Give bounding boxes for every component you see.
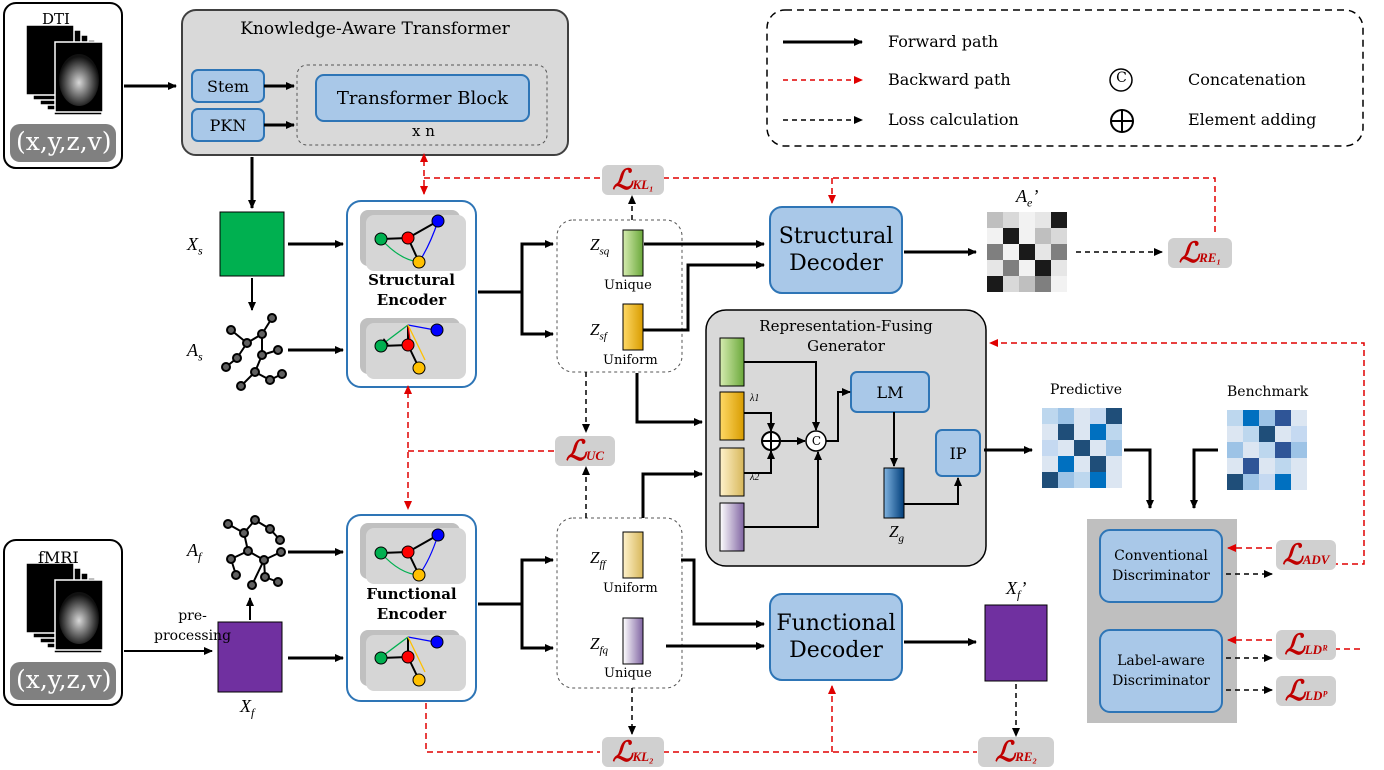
transformer-title: Knowledge-Aware Transformer (240, 19, 510, 39)
legend-backward: Backward path (888, 70, 1011, 89)
zfq-vector (622, 617, 644, 665)
zff-vector (622, 531, 644, 579)
zsf-label: Zsf (590, 320, 607, 343)
af-label: Af (187, 540, 202, 564)
preprocessing-label: pre-processing (154, 608, 232, 644)
legend-loss: Loss calculation (888, 110, 1019, 129)
transformer-panel (181, 9, 569, 156)
functional-decoder-box (769, 593, 903, 681)
fmri-image-stack (25, 562, 104, 654)
generator-panel (705, 309, 987, 567)
predictive-matrix (1042, 408, 1122, 488)
fmri-panel (3, 539, 123, 706)
lambda2-label: λ2 (750, 472, 760, 483)
concat-symbol: C (1116, 70, 1127, 86)
dti-image-stack (25, 24, 104, 116)
fmri-coords: (x,y,z,v) (16, 665, 112, 694)
benchmark-matrix (1227, 410, 1307, 490)
af-graph-icon (223, 515, 286, 590)
lm-label: LM (876, 382, 904, 402)
zsq-tag: Unique (604, 278, 652, 293)
ip-label: IP (949, 443, 967, 463)
lambda1-label: λ1 (750, 393, 760, 404)
dti-coords: (x,y,z,v) (16, 127, 112, 156)
as-label: As (187, 340, 203, 364)
zfq-label: Zfq (590, 634, 609, 657)
xf-feature-block (217, 621, 283, 693)
legend-forward: Forward path (888, 32, 999, 51)
zsq-vector (622, 229, 644, 277)
as-graph-icon (221, 313, 287, 391)
backward-arrows (404, 153, 1365, 753)
stem-label: Stem (206, 76, 250, 96)
legend-concat: Concatenation (1188, 70, 1306, 89)
xf-label: Xf (240, 696, 255, 720)
zsq-label: Zsq (590, 235, 610, 258)
xf-prime-label: Xf’ (1006, 578, 1027, 602)
zsf-tag: Uniform (603, 353, 658, 368)
dti-panel (3, 2, 123, 169)
functional-encoder-box (346, 514, 477, 702)
functional-latent-group (556, 517, 683, 689)
structural-encoder-box (346, 200, 477, 388)
benchmark-label: Benchmark (1227, 384, 1309, 400)
generator-concat-symbol: C (811, 434, 822, 448)
legend-panel (766, 9, 1364, 147)
conventional-discriminator-box (1099, 529, 1223, 603)
zg-label: Zg (889, 522, 904, 545)
loss-arrows (582, 195, 1273, 737)
repeat-label: x n (412, 122, 435, 140)
transformer-block-label: Transformer Block (336, 87, 509, 109)
legend-add: Element adding (1188, 110, 1317, 129)
xs-label: Xs (187, 234, 203, 258)
predictive-label: Predictive (1050, 382, 1122, 398)
zfq-tag: Unique (604, 666, 652, 681)
zsf-vector (622, 303, 644, 351)
xs-feature-block (219, 211, 285, 277)
zff-label: Zff (590, 548, 606, 571)
ae-prime-label: Ae’ (1016, 186, 1039, 210)
structural-latent-group (556, 219, 683, 373)
pkn-label: PKN (209, 115, 247, 135)
forward-arrows (124, 82, 1218, 662)
label-aware-discriminator-box (1099, 629, 1223, 713)
structural-decoder-box (769, 206, 903, 294)
zff-tag: Uniform (603, 581, 658, 596)
xf-prime-block (984, 604, 1048, 682)
dti-title: DTI (42, 10, 70, 28)
fmri-title: fMRI (38, 548, 79, 567)
ae-prime-matrix (987, 212, 1067, 292)
